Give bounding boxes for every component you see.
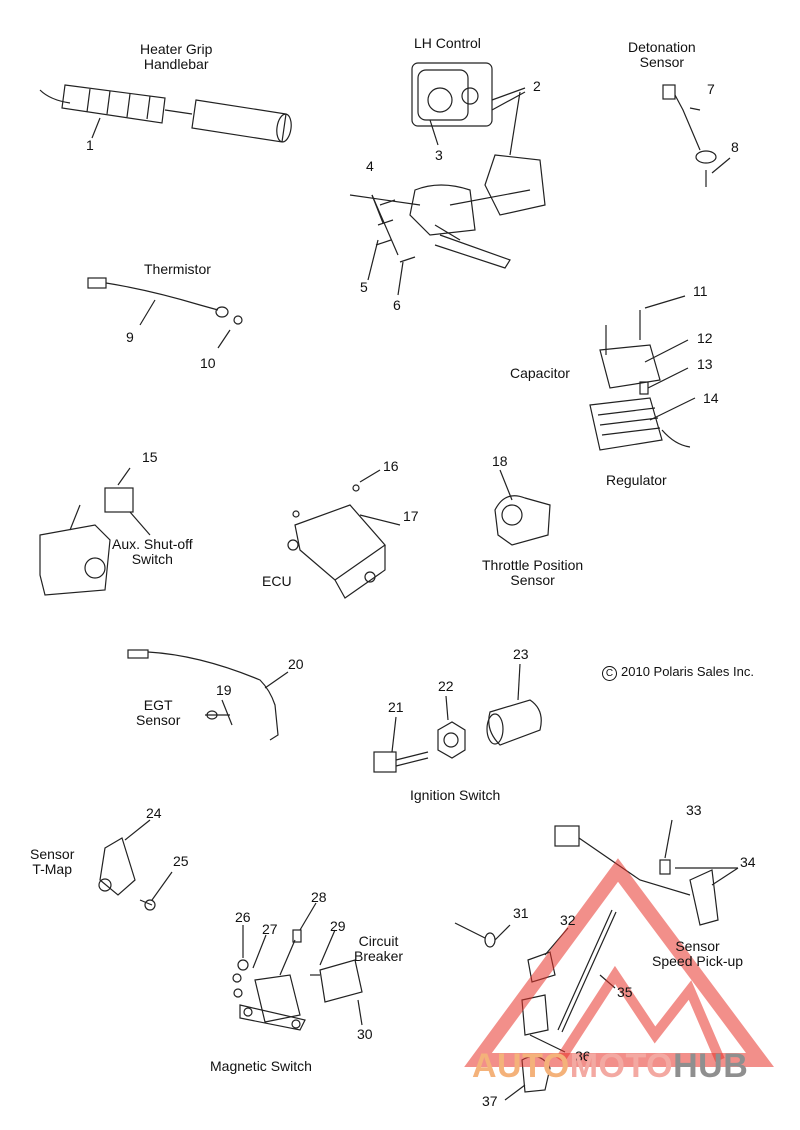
callout-33: 33 (686, 802, 702, 818)
callout-10: 10 (200, 355, 216, 371)
aux-shutoff-switch-part (39, 467, 151, 596)
callout-7: 7 (707, 81, 715, 97)
callout-23: 23 (513, 646, 529, 662)
callout-3: 3 (435, 147, 443, 163)
watermark-text: AUTOMOTOHUB (472, 1047, 749, 1085)
callout-11: 11 (693, 283, 708, 299)
egt-sensor-part (127, 649, 289, 741)
callout-17: 17 (403, 508, 419, 524)
label-magnetic-switch: Magnetic Switch (210, 1058, 312, 1074)
callout-18: 18 (492, 453, 508, 469)
callout-16: 16 (383, 458, 399, 474)
callout-35: 35 (617, 984, 633, 1000)
tmap-sensor-part (98, 819, 173, 911)
callout-36: 36 (575, 1048, 591, 1064)
callout-25: 25 (173, 853, 189, 869)
callout-34: 34 (740, 854, 756, 870)
label-ignition-switch: Ignition Switch (410, 787, 501, 803)
callout-19: 19 (216, 682, 232, 698)
callout-6: 6 (393, 297, 401, 313)
callout-26: 26 (235, 909, 251, 925)
callout-31: 31 (513, 905, 529, 921)
callout-15: 15 (142, 449, 158, 465)
callout-4: 4 (366, 158, 374, 174)
label-capacitor: Capacitor (510, 365, 570, 381)
lh-control-part (349, 62, 546, 296)
callout-1: 1 (86, 137, 94, 153)
callout-22: 22 (438, 678, 454, 694)
callout-2: 2 (533, 78, 541, 94)
callout-24: 24 (146, 805, 162, 821)
label-regulator: Regulator (606, 472, 667, 488)
capacitor-regulator-part (589, 295, 696, 451)
label-thermistor: Thermistor (144, 261, 211, 277)
label-ecu: ECU (262, 573, 292, 589)
tps-part (494, 469, 551, 546)
callout-32: 32 (560, 912, 576, 928)
callout-21: 21 (388, 699, 404, 715)
callout-28: 28 (311, 889, 327, 905)
callout-12: 12 (697, 330, 713, 346)
magnetic-switch-part (232, 902, 363, 1031)
callout-30: 30 (357, 1026, 373, 1042)
heater-grip-part (39, 84, 292, 143)
label-lh-control: LH Control (414, 35, 481, 51)
callout-9: 9 (126, 329, 134, 345)
thermistor-part (87, 277, 243, 349)
callout-5: 5 (360, 279, 368, 295)
callout-37: 37 (482, 1093, 498, 1109)
detonation-sensor-part (662, 84, 731, 187)
callout-20: 20 (288, 656, 304, 672)
callout-14: 14 (703, 390, 719, 406)
callout-27: 27 (262, 921, 278, 937)
ecu-part (287, 469, 401, 599)
callout-13: 13 (697, 356, 713, 372)
watermark-logo (464, 858, 774, 1067)
callout-8: 8 (731, 139, 739, 155)
callout-29: 29 (330, 918, 346, 934)
ignition-switch-part (373, 663, 542, 773)
copyright-symbol: C (602, 666, 617, 681)
